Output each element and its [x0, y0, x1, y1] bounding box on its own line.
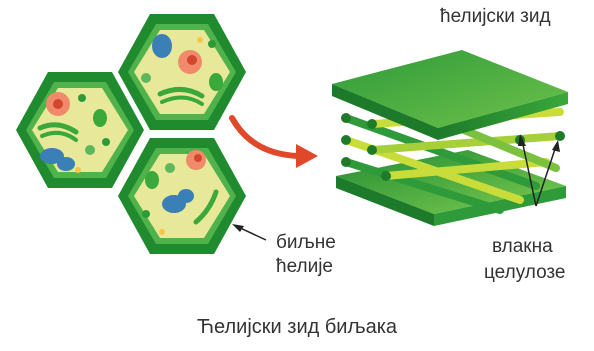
cell-wall-block — [332, 50, 568, 226]
vacuole — [152, 34, 172, 58]
plant-cell-top — [118, 14, 246, 130]
cell-wall-label: ћелијски зид — [440, 6, 551, 28]
plant-cell-left — [16, 72, 144, 188]
plant-cell-bottom — [118, 138, 246, 254]
fibers-label-line1: влакна — [492, 236, 553, 258]
plant-cells — [16, 14, 246, 254]
plant-cells-label-line1: биљне — [276, 232, 336, 254]
fibers-label-line2: целулозе — [484, 262, 566, 284]
zoom-arrow — [232, 118, 318, 168]
plant-cells-label-line2: ћелије — [276, 256, 333, 278]
figure-caption: Ћелијски зид биљака — [0, 316, 594, 339]
